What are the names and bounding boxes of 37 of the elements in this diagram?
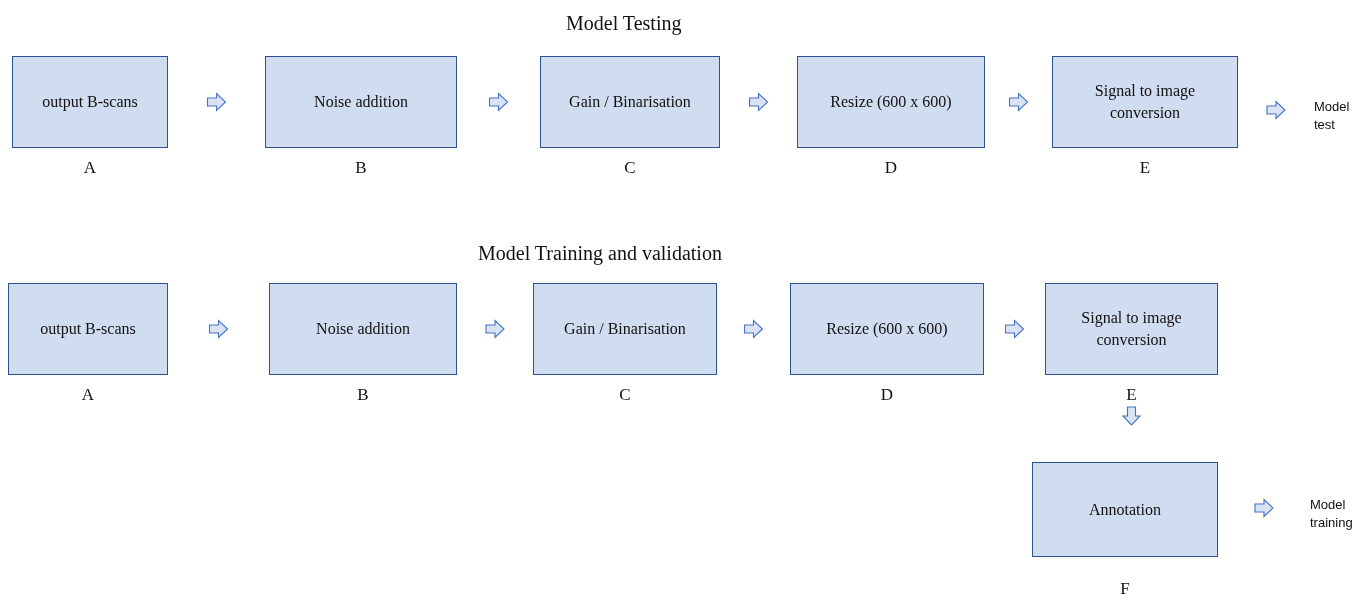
step-letter: F xyxy=(1119,579,1131,599)
process-box: Signal to image conversion xyxy=(1045,283,1218,375)
block-arrow xyxy=(1266,100,1286,120)
step-letter: B xyxy=(354,158,368,178)
block-arrow xyxy=(1254,498,1274,518)
output-text: Model training xyxy=(1310,496,1357,533)
block-arrow xyxy=(1004,319,1025,339)
block-arrow xyxy=(743,319,764,339)
step-letter: E xyxy=(1125,385,1138,405)
step-letter: B xyxy=(356,385,370,405)
step-letter: A xyxy=(82,158,98,178)
block-arrow xyxy=(485,319,505,339)
block-arrow xyxy=(1008,92,1029,112)
process-box: output B-scans xyxy=(8,283,168,375)
output-text: Model test xyxy=(1314,98,1356,135)
section-heading: Model Training and validation xyxy=(478,242,722,265)
block-arrow xyxy=(206,92,227,112)
block-arrow xyxy=(748,92,769,112)
step-letter: D xyxy=(879,385,895,405)
process-box: Gain / Binarisation xyxy=(540,56,720,148)
process-box: Annotation xyxy=(1032,462,1218,557)
step-letter: A xyxy=(80,385,96,405)
process-box: Gain / Binarisation xyxy=(533,283,717,375)
step-letter: E xyxy=(1138,158,1152,178)
step-letter: C xyxy=(623,158,637,178)
block-arrow xyxy=(1121,406,1142,426)
section-heading: Model Testing xyxy=(566,12,682,35)
step-letter: D xyxy=(883,158,899,178)
process-box: Resize (600 x 600) xyxy=(797,56,985,148)
step-letter: C xyxy=(618,385,632,405)
process-box: Signal to image conversion xyxy=(1052,56,1238,148)
process-box: Noise addition xyxy=(265,56,457,148)
block-arrow xyxy=(488,92,509,112)
process-box: Resize (600 x 600) xyxy=(790,283,984,375)
process-box: output B-scans xyxy=(12,56,168,148)
block-arrow xyxy=(208,319,229,339)
process-box: Noise addition xyxy=(269,283,457,375)
